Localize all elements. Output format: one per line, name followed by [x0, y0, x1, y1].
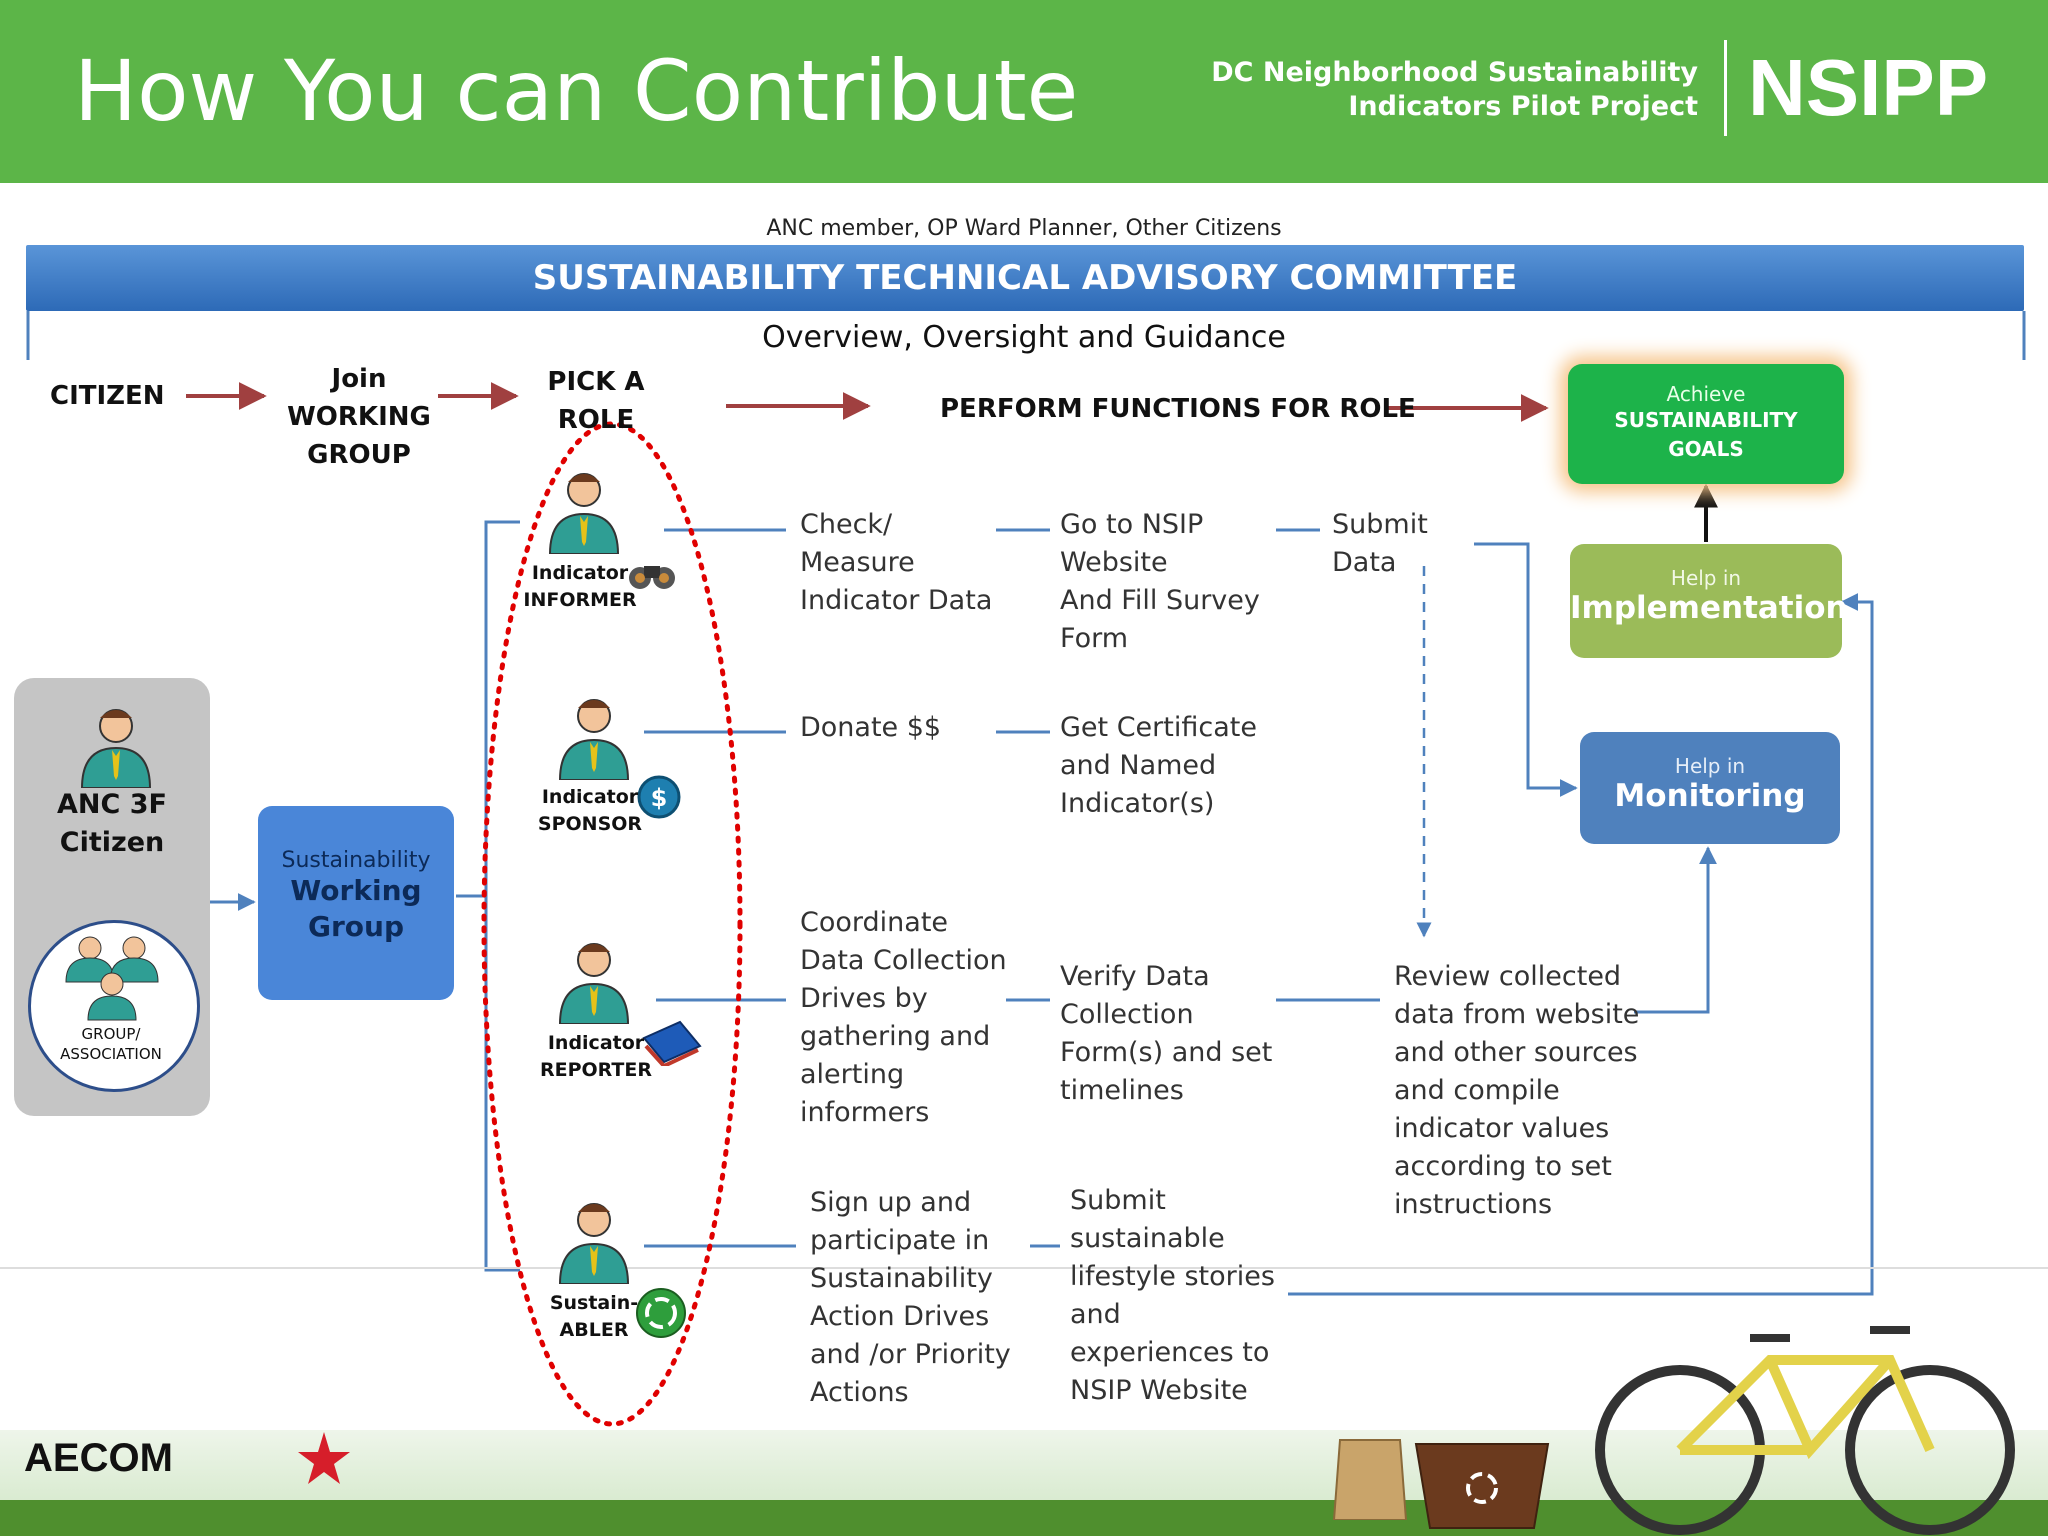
flow-pick-role: PICK A ROLE: [547, 367, 645, 435]
bicycle-icon: [1570, 1290, 2040, 1540]
goals-line1: Achieve: [1666, 382, 1746, 406]
role-sustainabler-line2: ABLER: [559, 1319, 629, 1341]
sustainabler-person-icon: [558, 1200, 630, 1288]
role-sustainabler-line1: Sustain-: [549, 1292, 639, 1314]
role-informer-label: Indicator INFORMER: [522, 560, 638, 614]
recycle-bin-icon: [1412, 1440, 1552, 1534]
shopping-bag-icon: [1330, 1410, 1410, 1524]
monitoring-line1: Help in: [1674, 754, 1746, 778]
implementation-line1: Help in: [1670, 566, 1742, 590]
group-label: GROUP/ ASSOCIATION: [60, 1025, 162, 1063]
header-banner: [0, 0, 2048, 183]
org-name-line2: Indicators Pilot Project: [1348, 91, 1698, 122]
brand-logo: NSIPP: [1748, 43, 1989, 132]
sponsor-step-1: Donate $$: [800, 712, 942, 743]
citizen-label: ANC 3F Citizen: [57, 789, 167, 858]
sponsor-person-icon: [558, 696, 630, 784]
working-group-line1: Sustainability: [281, 848, 431, 873]
informer-step-3: Submit Data: [1332, 509, 1428, 578]
role-reporter-line2: REPORTER: [539, 1059, 653, 1081]
page-title: How You can Contribute: [74, 42, 1079, 140]
reporter-person-icon: [558, 940, 630, 1028]
book-icon: [640, 1018, 704, 1070]
sustainabler-step-1: Sign up and participate in Sustainabilit…: [810, 1187, 1011, 1408]
working-group-box: Sustainability Working Group: [258, 806, 454, 1000]
working-group-line2: Working Group: [290, 874, 422, 943]
role-reporter-label: Indicator REPORTER: [534, 1030, 658, 1084]
org-name-line1: DC Neighborhood Sustainability: [1211, 57, 1698, 88]
role-sponsor-line1: Indicator: [541, 786, 639, 808]
binoculars-icon: [626, 556, 678, 596]
role-informer-line2: INFORMER: [523, 589, 637, 611]
reporter-step-2: Verify Data Collection Form(s) and set t…: [1060, 961, 1273, 1106]
role-sponsor-line2: SPONSOR: [537, 813, 643, 835]
committee-members: ANC member, OP Ward Planner, Other Citiz…: [766, 216, 1282, 241]
aecom-logo: AECOM: [24, 1436, 173, 1480]
recycle-icon: [634, 1286, 688, 1344]
reporter-step-1: Coordinate Data Collection Drives by gat…: [800, 907, 1007, 1128]
goals-line2: SUSTAINABILITY GOALS: [1614, 408, 1798, 461]
flow-join-working-group: Join WORKING GROUP: [287, 364, 431, 470]
informer-person-icon: [548, 470, 620, 558]
monitoring-line2: Monitoring: [1614, 778, 1806, 814]
brand-divider: [1724, 40, 1727, 136]
reporter-step-3: Review collected data from website and o…: [1394, 961, 1640, 1220]
flow-citizen: CITIZEN: [50, 381, 165, 411]
group-people-icon: [60, 932, 164, 1028]
informer-step-2: Go to NSIP Website And Fill Survey Form: [1060, 509, 1260, 654]
role-informer-line1: Indicator: [531, 562, 629, 584]
sustainabler-step-2: Submit sustainable lifestyle stories and…: [1070, 1185, 1275, 1406]
dc-star-logo: [298, 1430, 350, 1504]
role-reporter-line1: Indicator: [547, 1032, 645, 1054]
goals-box: Achieve SUSTAINABILITY GOALS: [1568, 364, 1844, 484]
role-sustainabler-label: Sustain- ABLER: [548, 1290, 640, 1344]
role-sponsor-label: Indicator SPONSOR: [532, 784, 648, 838]
committee-bar: [26, 245, 2024, 311]
monitoring-box: Help in Monitoring: [1580, 732, 1840, 844]
sponsor-step-2: Get Certificate and Named Indicator(s): [1060, 712, 1257, 819]
implementation-box: Help in Implementation: [1570, 544, 1848, 658]
implementation-line2: Implementation: [1570, 590, 1848, 626]
flow-perform-functions: PERFORM FUNCTIONS FOR ROLE: [940, 394, 1416, 424]
org-name: DC Neighborhood Sustainability Indicator…: [1211, 56, 1698, 124]
dollar-coin-icon: $: [636, 774, 682, 824]
highlight-ellipse: [481, 421, 743, 1427]
informer-step-1: Check/ Measure Indicator Data: [800, 509, 993, 616]
citizen-person-icon: [78, 706, 154, 792]
svg-text:$: $: [651, 784, 668, 812]
committee-subtitle: Overview, Oversight and Guidance: [762, 320, 1286, 355]
committee-title: SUSTAINABILITY TECHNICAL ADVISORY COMMIT…: [532, 258, 1518, 298]
